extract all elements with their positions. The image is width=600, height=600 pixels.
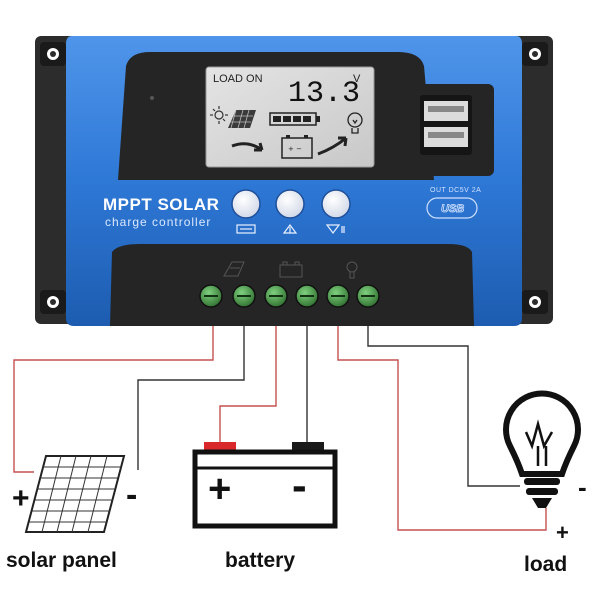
load-bulb	[503, 390, 581, 508]
panel-plus-sign: +	[12, 482, 30, 515]
terminal-battery-minus[interactable]	[295, 284, 319, 308]
terminal-load-plus[interactable]	[326, 284, 350, 308]
wire-panel-plus	[13, 326, 214, 473]
load-minus-sign: -	[578, 472, 587, 502]
battery-minus-sign: -	[292, 461, 307, 510]
svg-text:+ −: + −	[288, 145, 302, 153]
lcd-screen: LOAD ON 13.3 V	[205, 66, 375, 168]
load-label: load	[524, 553, 567, 576]
lcd-bulb-icon	[347, 112, 363, 134]
bulb-icon	[346, 261, 358, 279]
brand-subtitle: charge controller	[105, 215, 211, 229]
wire-battery-plus	[219, 326, 277, 442]
wire-load-minus	[367, 326, 520, 487]
battery-negative-post	[292, 442, 324, 452]
terminal-panel-plus[interactable]	[199, 284, 223, 308]
load-plus-sign: +	[556, 520, 569, 545]
panel-minus-sign: -	[126, 476, 137, 514]
charge-controller: LOAD ON 13.3 V	[35, 36, 553, 326]
terminal-panel-minus[interactable]	[232, 284, 256, 308]
lcd-battery-icon: + −	[281, 135, 313, 159]
up-icon	[282, 224, 298, 234]
terminal-load-minus[interactable]	[356, 284, 380, 308]
lcd-status: LOAD ON	[213, 73, 263, 85]
mounting-holes	[40, 42, 548, 314]
up-button[interactable]	[275, 189, 305, 219]
lcd-charge-arrow-icon	[231, 142, 263, 152]
battery-positive-post	[204, 442, 236, 452]
menu-icon	[236, 224, 256, 234]
wire-panel-minus	[137, 326, 245, 470]
solar-panel	[24, 455, 126, 533]
terminal-battery-plus[interactable]	[264, 284, 288, 308]
terminal-block	[199, 284, 380, 308]
lcd-voltage: 13.3	[288, 77, 360, 111]
lcd-panel-icon	[228, 109, 256, 129]
battery-icon	[279, 261, 303, 278]
battery	[192, 442, 338, 529]
down-button[interactable]	[321, 189, 351, 219]
usb-spec: OUT DC5V 2A	[430, 187, 481, 194]
lcd-sun-icon	[210, 106, 228, 124]
menu-button[interactable]	[231, 189, 261, 219]
lcd-load-arrow-icon	[317, 136, 347, 156]
down-icon	[325, 224, 345, 234]
lcd-unit: V	[353, 73, 361, 85]
svg-text:USB: USB	[441, 203, 464, 215]
battery-label: battery	[225, 549, 295, 572]
lcd-battery-level-icon	[269, 112, 320, 126]
usb-port-block	[408, 84, 494, 176]
solar-panel-icon	[223, 261, 245, 277]
solar-panel-label: solar panel	[6, 549, 117, 572]
brand-title: MPPT SOLAR	[103, 195, 219, 214]
wires	[13, 326, 547, 531]
usb-logo: USB	[426, 197, 478, 219]
terminal-bezel	[110, 244, 474, 326]
wire-load-plus	[337, 326, 547, 531]
battery-plus-sign: +	[208, 467, 231, 511]
